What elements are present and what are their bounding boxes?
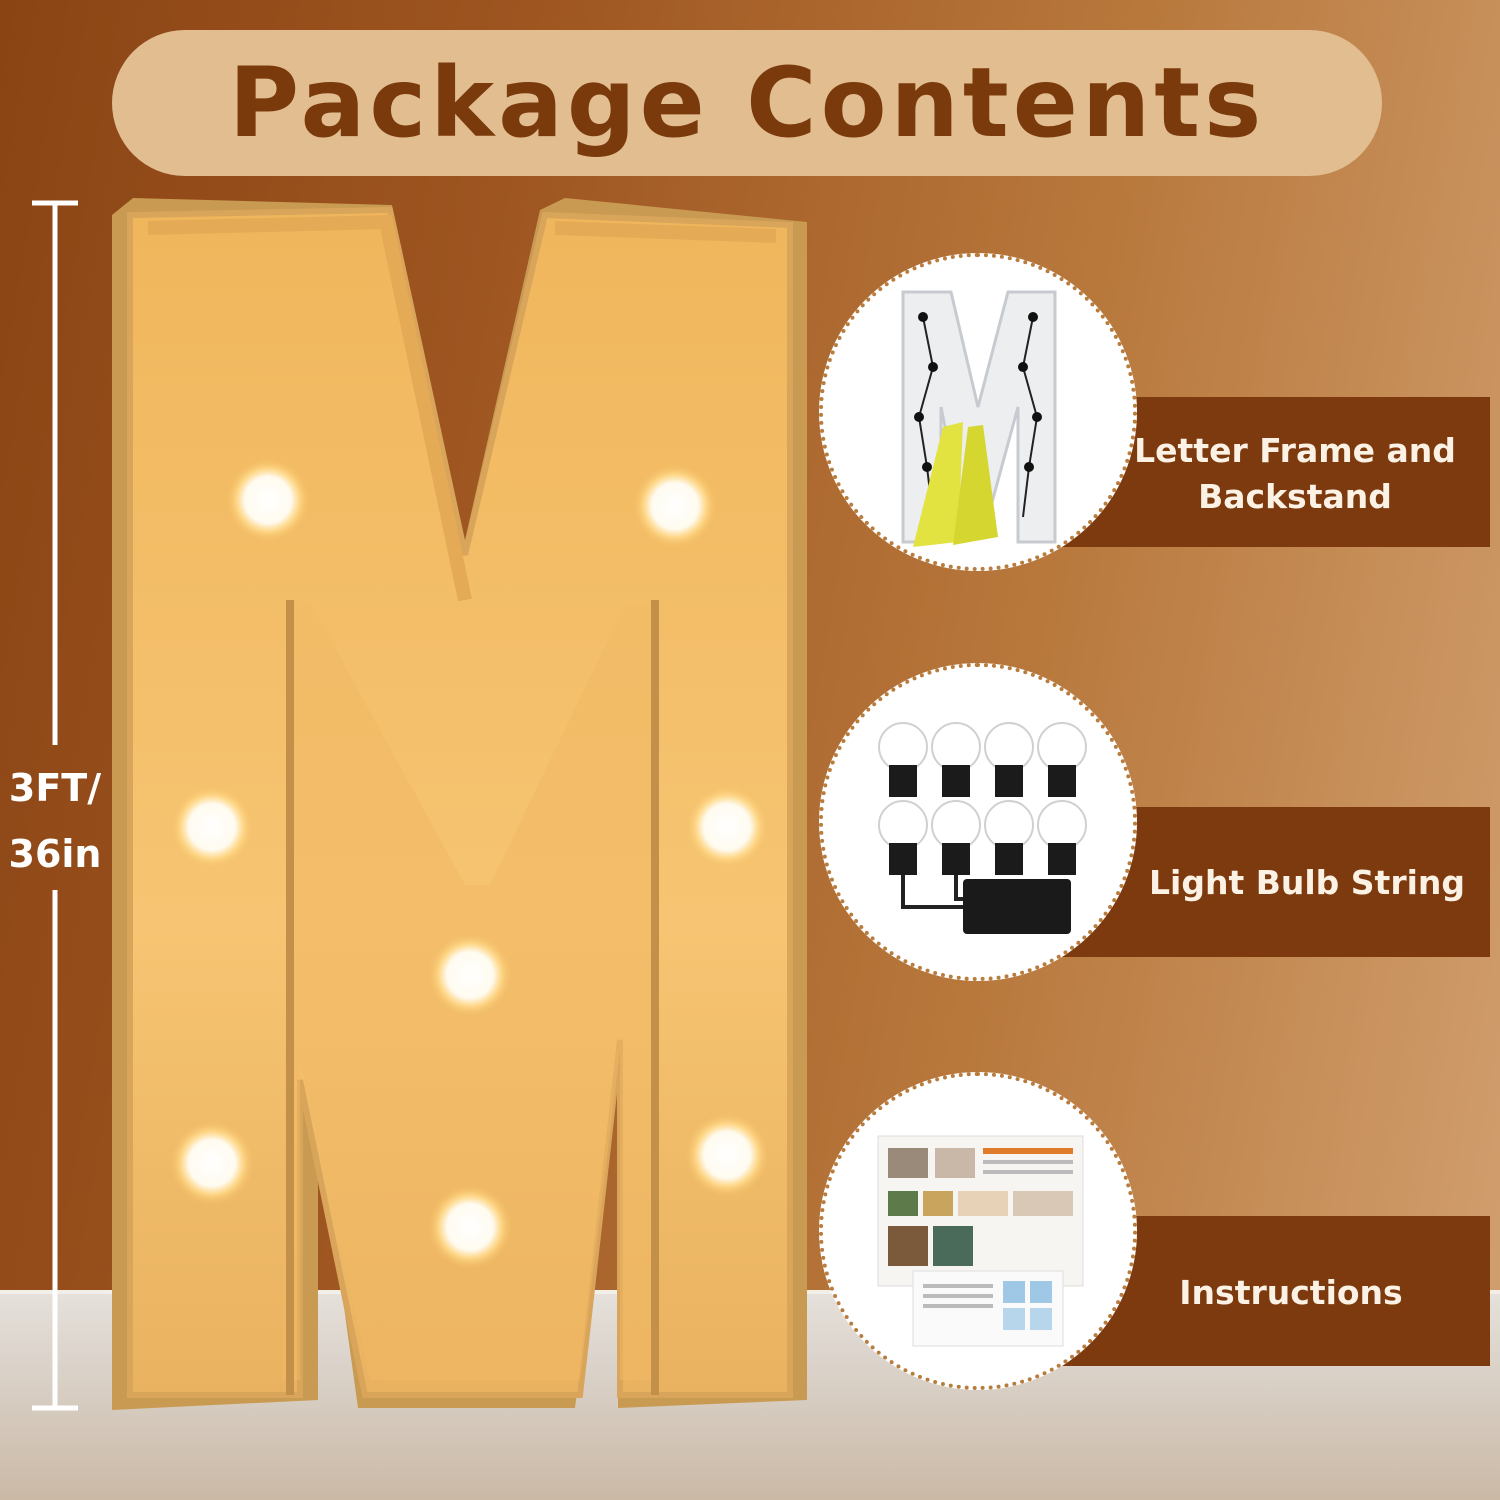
letter-inner-wall [147,214,472,602]
bulb [685,785,769,869]
label-bulb-string: Light Bulb String [1148,863,1466,902]
title-banner [112,30,1382,176]
height-label: 3FT/ 36in [0,755,110,887]
letter-frame-icon [901,290,1057,547]
height-label-line2: 36in [8,832,102,876]
height-label-line1: 3FT/ [8,766,102,810]
page-title: Package Contents [228,47,1266,159]
item-circle-bulb-string [819,663,1137,981]
item-circle-letter-frame [819,253,1137,571]
bulb [685,1113,769,1197]
bulb [170,785,254,869]
bulb [428,1185,512,1269]
label-letter-frame: Letter Frame and Backstand [1134,431,1456,516]
label-instructions: Instructions [1179,1273,1403,1312]
bulb [226,458,310,542]
bulb [170,1121,254,1205]
bulb [633,464,717,548]
height-measure-line [32,200,78,1411]
item-circle-instructions [819,1072,1137,1390]
bulb [428,933,512,1017]
bulb-string-icon [878,722,1087,934]
letter-inner-wall [554,221,777,243]
instructions-icon [877,1135,1084,1347]
